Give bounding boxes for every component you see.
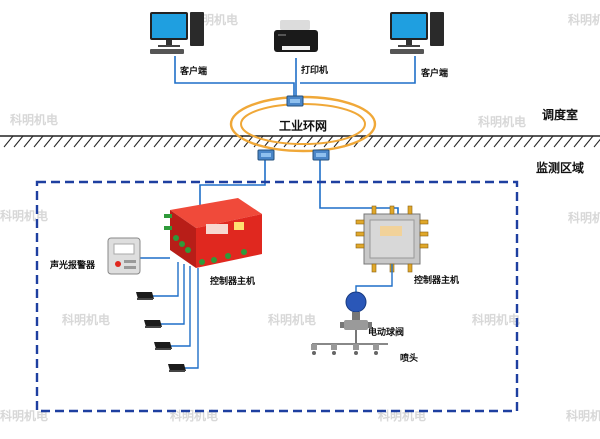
nozzle-icon [354, 351, 358, 355]
computer-icon [150, 12, 204, 54]
link-switch-right-controller [319, 160, 399, 215]
switch-icon [312, 149, 330, 161]
link-valve [355, 264, 393, 294]
switch-icon [286, 95, 304, 107]
link-client-right [300, 56, 416, 84]
watermark: 科明机电 [472, 312, 520, 327]
client-right-label: 客户端 [420, 67, 448, 79]
client-left-label: 客户端 [179, 65, 207, 77]
controller-red-icon [164, 198, 262, 268]
watermark: 科明机电 [62, 312, 110, 327]
computer-icon [390, 12, 444, 54]
nozzle-icon [312, 351, 316, 355]
ring-label: 工业环网 [279, 118, 327, 133]
nozzle-icon [332, 351, 336, 355]
watermark: 科明机电 [0, 208, 48, 223]
ball-valve-icon [340, 291, 372, 330]
nozzle-icon [374, 351, 378, 355]
watermark: 科明机电 [566, 408, 600, 423]
zone-bottom-label: 监测区域 [536, 160, 584, 175]
zone-top-label: 调度室 [542, 107, 578, 122]
switch-icon [257, 149, 275, 161]
printer-label: 打印机 [301, 64, 328, 76]
controller-right-label: 控制器主机 [414, 274, 459, 286]
sensor-icon [168, 364, 186, 372]
monitoring-area-box [35, 180, 519, 413]
watermark: 科明机电 [568, 210, 600, 225]
alarm-label: 声光报警器 [49, 259, 96, 271]
sensor-icon [144, 320, 162, 328]
alarm-icon [107, 237, 141, 275]
controller-steel-icon [355, 205, 429, 273]
watermark: 科明机电 [378, 408, 426, 423]
ground-line [0, 135, 600, 148]
sensor-wires [152, 262, 199, 369]
watermark-layer: 科明机电 科明机电 科明机电 科明机电 科明机电 科明机电 科明机电 科明机电 … [0, 12, 600, 423]
network-lines [138, 56, 416, 259]
controller-left-label: 控制器主机 [210, 275, 255, 287]
watermark: 科明机电 [268, 312, 316, 327]
sensor-icon [154, 342, 172, 350]
nozzle-pipe [311, 330, 388, 350]
watermark: 科明机电 [478, 114, 526, 129]
nozzle-label: 喷头 [400, 352, 418, 364]
watermark: 科明机电 [0, 408, 48, 423]
sensor-icon [136, 292, 154, 300]
watermark: 科明机电 [10, 112, 58, 127]
link-switch-left-controller [199, 160, 266, 210]
printer-icon [274, 20, 318, 52]
link-client-left [174, 56, 295, 98]
watermark: 科明机电 [568, 12, 600, 27]
ball-valve-label: 电动球阀 [368, 326, 404, 338]
